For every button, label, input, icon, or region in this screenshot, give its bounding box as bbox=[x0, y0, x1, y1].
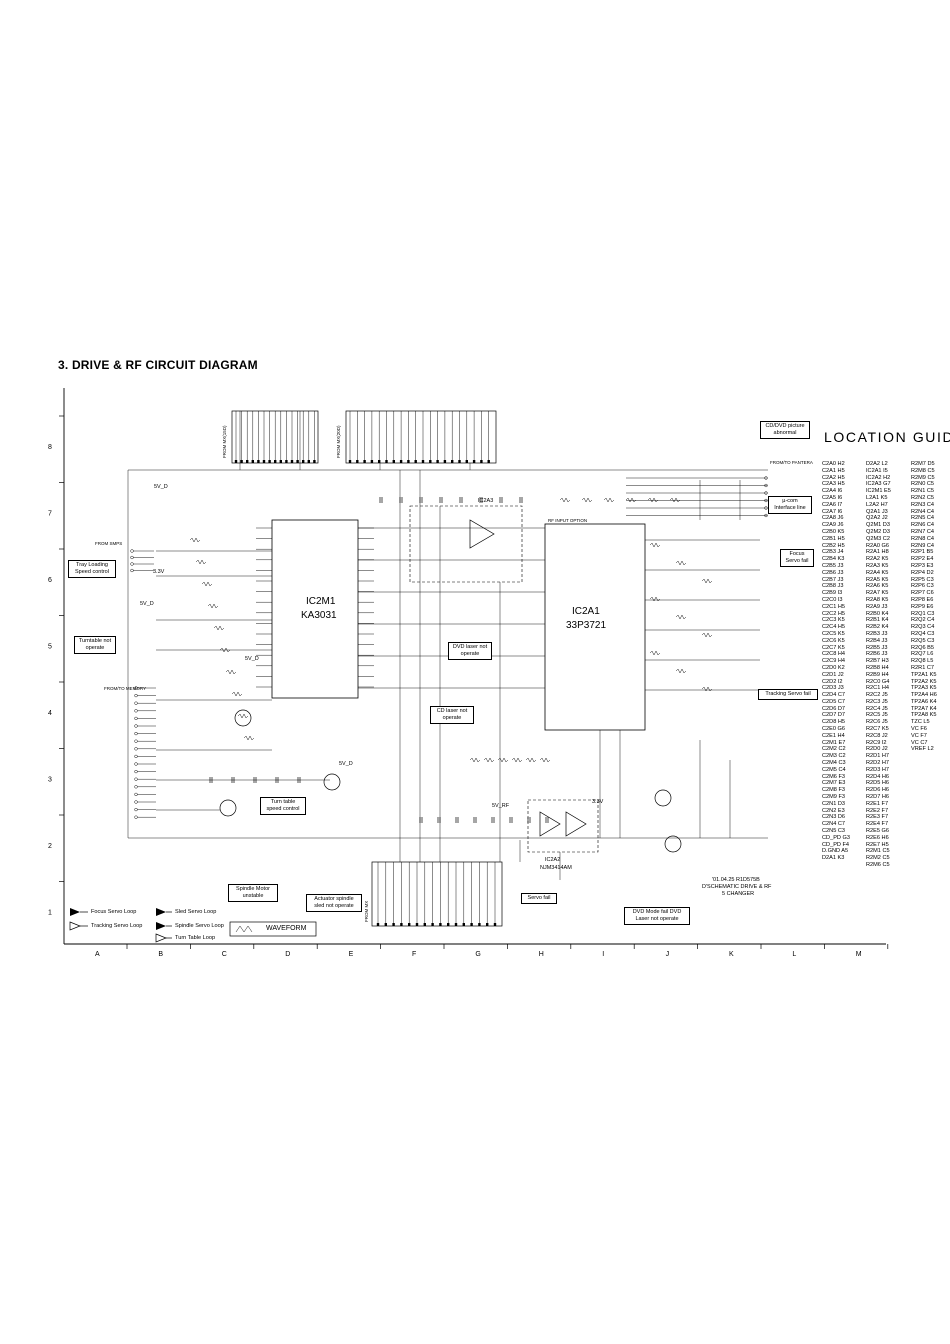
note-turn-table-speed: Turn table speed control bbox=[260, 797, 306, 815]
note-ucom-interface: µ-com Interface line bbox=[768, 496, 812, 514]
ic2a2-part: NJM3414AM bbox=[540, 865, 572, 871]
ic2a1-ref: IC2A1 bbox=[572, 606, 600, 617]
frame bbox=[63, 388, 886, 945]
grid-row-label: 1 bbox=[48, 910, 52, 917]
wiring bbox=[127, 411, 768, 880]
connector-mx15d: FROM MX(15D) bbox=[222, 410, 319, 464]
revision-block: '01.04.25 R1D575B D'SCHEMATIC DRIVE & RF… bbox=[702, 877, 772, 897]
note-tracking-servo-fail: Tracking Servo fail bbox=[758, 689, 818, 700]
grid-col-label: H bbox=[539, 951, 544, 958]
rail-5vrf: 5V_RF bbox=[492, 803, 510, 809]
ic2a2-chip: IC2A2 NJM3414AM bbox=[527, 799, 599, 871]
grid-col-label: J bbox=[666, 951, 670, 958]
location-guide-col-2: D2A2 L2 IC2A1 I5 IC2A2 H2 IC2A3 G7 IC2M1… bbox=[866, 461, 891, 869]
legend-focus: Focus Servo Loop bbox=[91, 909, 137, 915]
from-mx-bottom-label: FROM MX bbox=[364, 901, 369, 922]
rail-5v-b: 5V_D bbox=[140, 601, 154, 607]
ic2m1-chip: IC2M1 KA3031 bbox=[256, 519, 374, 699]
grid-col-label: C bbox=[222, 951, 227, 958]
note-servo-fail: Servo fail bbox=[521, 893, 557, 904]
legend-turntable: Turn Table Loop bbox=[175, 935, 216, 941]
note-cd-laser: CD laser not operate bbox=[430, 706, 474, 724]
page-title: 3. DRIVE & RF CIRCUIT DIAGRAM bbox=[58, 358, 258, 372]
ic2m1-ref: IC2M1 bbox=[306, 596, 336, 607]
grid-col-label: D bbox=[285, 951, 290, 958]
grid-col-label: K bbox=[729, 951, 734, 958]
grid-col-label: A bbox=[95, 951, 100, 958]
legend-graphics bbox=[69, 908, 317, 943]
legend-sled: Sled Servo Loop bbox=[175, 909, 217, 915]
note-actuator-spindle: Actuator spindle sled not operate bbox=[306, 894, 362, 912]
note-turntable-not-operate: Turntable not operate bbox=[74, 636, 116, 654]
note-spindle-motor: Spindle Motor unstable bbox=[228, 884, 278, 902]
connector-mx20d: FROM MX(20D) bbox=[336, 410, 497, 464]
note-cd-dvd-picture: CD/DVD picture abnormal bbox=[760, 421, 810, 439]
revision-line2: D'SCHEMATIC DRIVE & RF bbox=[702, 884, 772, 890]
left-connectors: FROM SMPS FROM/TO MEMORY bbox=[95, 541, 156, 819]
rail-5v-d: 5V_D bbox=[339, 761, 353, 767]
grid-row-label: 7 bbox=[48, 511, 52, 518]
mx-top-right-label: FROM MX(20D) bbox=[336, 425, 341, 458]
components bbox=[189, 497, 713, 823]
grid-col-label: F bbox=[412, 951, 416, 958]
connector-bottom-mx: FROM MX bbox=[364, 861, 503, 927]
legend-spindle: Spindle Servo Loop bbox=[175, 923, 224, 929]
ic2a3-ref: IC2A3 bbox=[478, 498, 493, 504]
note-dvd-laser: DVD laser not operate bbox=[448, 642, 492, 660]
ic2a2-ref: IC2A2 bbox=[545, 857, 560, 863]
rail-3v3-b: 3.3V bbox=[592, 799, 604, 805]
note-focus-servo-fail: Focus Servo fail bbox=[780, 549, 814, 567]
rail-3v3-a: 3.3V bbox=[153, 569, 165, 575]
grid-row-label: 6 bbox=[48, 577, 52, 584]
from-to-memory-label: FROM/TO MEMORY bbox=[104, 686, 146, 691]
power-rails: 5V_D 5V_D 5V_D 5V_D 3.3V 3.3V 5V_RF bbox=[140, 484, 604, 809]
transistors bbox=[219, 709, 682, 853]
grid-row-label: 4 bbox=[48, 710, 52, 717]
ic2a1-chip: IC2A1 33P3721 bbox=[544, 523, 646, 731]
grid-ticks bbox=[59, 415, 889, 949]
rf-input-option: RF INPUT OPTION bbox=[548, 518, 587, 523]
grid-col-label: M bbox=[856, 951, 862, 958]
mx-top-left-label: FROM MX(15D) bbox=[222, 425, 227, 458]
location-guide-title: LOCATION GUIDE bbox=[824, 429, 950, 445]
rail-5v-c: 5V_D bbox=[245, 656, 259, 662]
revision-line1: '01.04.25 R1D575B bbox=[712, 877, 760, 883]
ic2a1-part: 33P3721 bbox=[566, 620, 606, 631]
from-to-pantera-label: FROM/TO PANTERA bbox=[770, 460, 813, 465]
grid-row-label: 2 bbox=[48, 843, 52, 850]
grid-row-label: 8 bbox=[48, 444, 52, 451]
ic2a3-chip: IC2A3 bbox=[409, 498, 523, 583]
grid-col-label: L bbox=[792, 951, 796, 958]
ic2m1-part: KA3031 bbox=[301, 610, 337, 621]
legend-waveform: WAVEFORM bbox=[266, 925, 307, 932]
rail-5v-a: 5V_D bbox=[154, 484, 168, 490]
location-guide-col-1: C2A0 H2 C2A1 H5 C2A2 H5 C2A3 H5 C2A4 I6 … bbox=[822, 461, 850, 862]
location-guide-col-3: R2M7 D5 R2M8 C5 R2M9 C5 R2N0 C5 R2N1 C5 … bbox=[911, 461, 937, 753]
right-connectors: FROM/TO PANTERA bbox=[626, 460, 813, 518]
revision-line3: 5 CHANGER bbox=[722, 891, 754, 897]
grid-row-label: 3 bbox=[48, 777, 52, 784]
grid-col-label: G bbox=[475, 951, 480, 958]
grid-col-label: E bbox=[349, 951, 354, 958]
from-smps-label: FROM SMPS bbox=[95, 541, 122, 546]
grid-col-label: I bbox=[602, 951, 604, 958]
note-tray-loading: Tray Loading Speed control bbox=[68, 560, 116, 578]
note-dvd-mode-fail: DVD Mode fail DVD Laser not operate bbox=[624, 907, 690, 925]
legend-tracking: Tracking Servo Loop bbox=[91, 923, 143, 929]
grid-labels: A B C D E F G H I J K L M 8 7 6 5 4 3 2 1 bbox=[48, 444, 862, 958]
grid-col-label: B bbox=[158, 951, 163, 958]
grid-row-label: 5 bbox=[48, 644, 52, 651]
